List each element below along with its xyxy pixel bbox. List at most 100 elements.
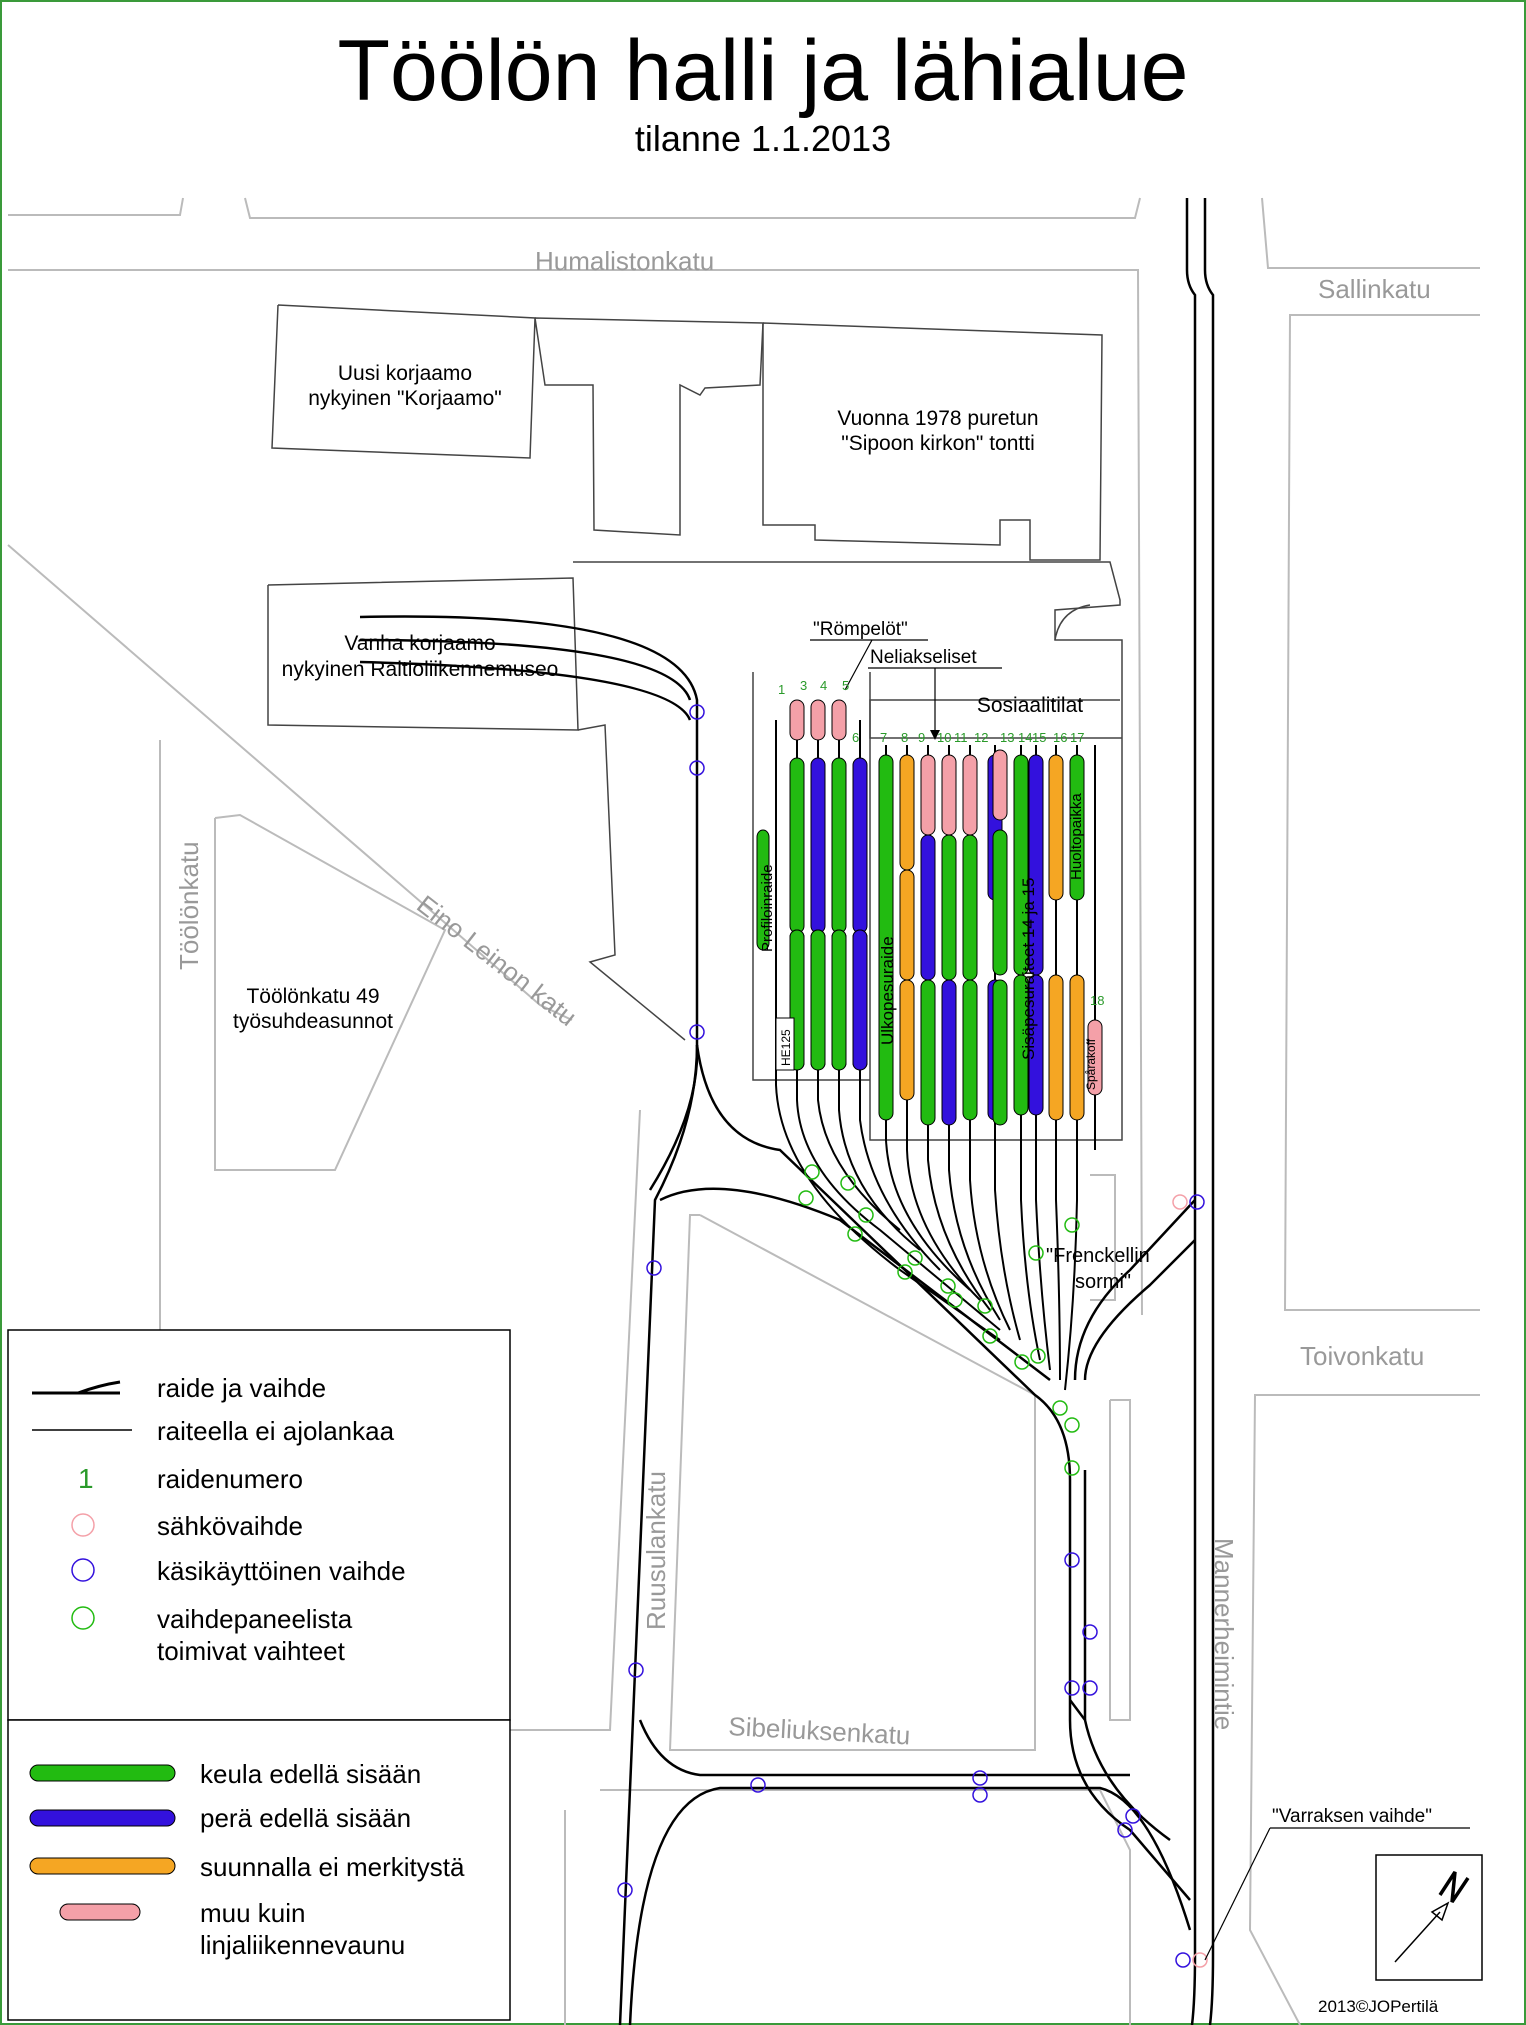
panel-switch-marker (1064, 1217, 1080, 1233)
manual-switch-marker (1175, 1952, 1191, 1968)
track-number-label: 16 (1053, 730, 1067, 745)
legend-label-raide: raide ja vaihde (157, 1373, 326, 1403)
panel-switch-marker (940, 1278, 956, 1294)
manual-switch-marker (1117, 1822, 1133, 1838)
track-line (359, 615, 699, 2025)
street-ruusulankatu: Ruusulankatu (641, 1471, 671, 1630)
manual-switch-marker (689, 1024, 705, 1040)
panel-switch-marker (1064, 1460, 1080, 1476)
legend-blue-circle-icon (71, 1558, 95, 1582)
legend-label-kasikayttoinen: käsikäyttöinen vaihde (157, 1556, 406, 1586)
block-outline (8, 269, 1143, 1316)
track-number-label: 6 (852, 730, 859, 745)
varras-pointer (1204, 1827, 1271, 1961)
track-line (838, 720, 921, 1251)
manual-switch-marker (1082, 1680, 1098, 1696)
legend-label-raidenumero: raidenumero (157, 1464, 303, 1494)
building-outlines (267, 304, 1123, 1141)
legend-label-linjaliikenne: linjaliikennevaunu (200, 1930, 405, 1960)
track-number-label: 17 (1070, 730, 1084, 745)
track-line (1083, 1239, 1196, 1381)
legend-label-muu-kuin: muu kuin (200, 1898, 306, 1928)
label-sipoo-1: Vuonna 1978 puretun (837, 407, 1038, 430)
parked-car (962, 834, 978, 981)
manual-switch-marker (972, 1770, 988, 1786)
manual-switch-marker (689, 704, 705, 720)
building-outline (1054, 604, 1091, 641)
label-toolonkatu49-2: työsuhdeasunnot (233, 1010, 393, 1033)
label-sparakoff: Spårakoff (1084, 1038, 1098, 1090)
track-line (927, 745, 991, 1311)
legend-label-ajolanka: raiteella ei ajolankaa (157, 1416, 395, 1446)
track-number-label: 10 (937, 730, 951, 745)
label-sipoo-2: "Sipoon kirkon" tontti (841, 432, 1035, 455)
track-line (994, 745, 1021, 1341)
building-outline (534, 317, 764, 536)
track-line (948, 745, 1001, 1321)
track-line (1035, 745, 1051, 1371)
panel-switch-marker (858, 1207, 874, 1223)
hall-tracks (775, 720, 1096, 1391)
parked-car (992, 829, 1008, 976)
parked-car (852, 757, 868, 934)
parked-car (920, 979, 936, 1126)
track-line (1185, 198, 1197, 2025)
label-profiloin: Profiloinraide (759, 864, 776, 952)
parked-car (899, 754, 915, 871)
parked-car (962, 754, 978, 836)
legend-car-icon (29, 1857, 176, 1875)
label-toolonkatu49-1: Töölönkatu 49 (246, 985, 379, 1008)
panel-switch-marker (977, 1298, 993, 1314)
legend-label-vaihdepaneeli: vaihdepaneelista (157, 1604, 353, 1634)
track-number-label: 18 (1090, 993, 1104, 1008)
track-line (1020, 745, 1041, 1361)
legend-label-sahkovaihde: sähkövaihde (157, 1511, 303, 1541)
panel-switch-marker (1028, 1245, 1044, 1261)
track-number-label: 7 (880, 730, 887, 745)
panel-switch-marker (1052, 1400, 1068, 1416)
block-outline (1248, 1394, 1480, 2025)
parked-cars (756, 699, 1103, 1126)
label-he125: HE125 (779, 1029, 793, 1066)
parked-car (899, 979, 915, 1101)
manual-switch-marker (689, 760, 705, 776)
parked-car (1069, 754, 1085, 901)
legend-label-suunnalla: suunnalla ei merkitystä (200, 1852, 465, 1882)
arrow-head (930, 730, 940, 740)
legend-car-icon (59, 1903, 141, 1921)
he125-box (775, 1017, 795, 1071)
rompelot-pointer (844, 639, 873, 691)
parked-car (878, 754, 894, 1121)
parked-car (789, 757, 805, 934)
panel-switch-marker (947, 1292, 963, 1308)
manual-switch-marker (1064, 1680, 1080, 1696)
parked-car (852, 929, 868, 1071)
panel-switch-marker (1064, 1417, 1080, 1433)
label-huoltopaikka: Huoltopaikka (1068, 793, 1085, 880)
parked-car (992, 749, 1008, 821)
street-sallinkatu: Sallinkatu (1318, 274, 1431, 304)
track-line (859, 720, 941, 1271)
manual-switch-marker (646, 1260, 662, 1276)
block-outline (244, 197, 1141, 219)
track-number-label: 15 (1032, 730, 1046, 745)
track-number-label: 1 (778, 682, 785, 697)
north-letter-icon (1438, 1871, 1470, 1903)
panel-switch-marker (798, 1190, 814, 1206)
building-uusi-korjaamo (271, 304, 536, 459)
panel-switch-marker (1030, 1348, 1046, 1364)
tracks (359, 198, 1215, 2025)
legend-items: raide ja vaihde raiteella ei ajolankaa 1… (29, 1373, 465, 1960)
label-ulkopesuraide: Ulkopesuraide (878, 936, 897, 1045)
track-line (638, 1719, 1130, 1777)
track-line (969, 745, 1011, 1331)
track-number-label: 9 (918, 730, 925, 745)
parked-car (899, 869, 915, 981)
track-line (906, 745, 981, 1301)
label-frenckell-1: "Frenckellin (1046, 1245, 1150, 1267)
block-outline (668, 1214, 1036, 1751)
track-number-label: 5 (842, 678, 849, 693)
block-outline (1283, 314, 1480, 1311)
street-toolonkatu: Töölönkatu (174, 841, 204, 970)
